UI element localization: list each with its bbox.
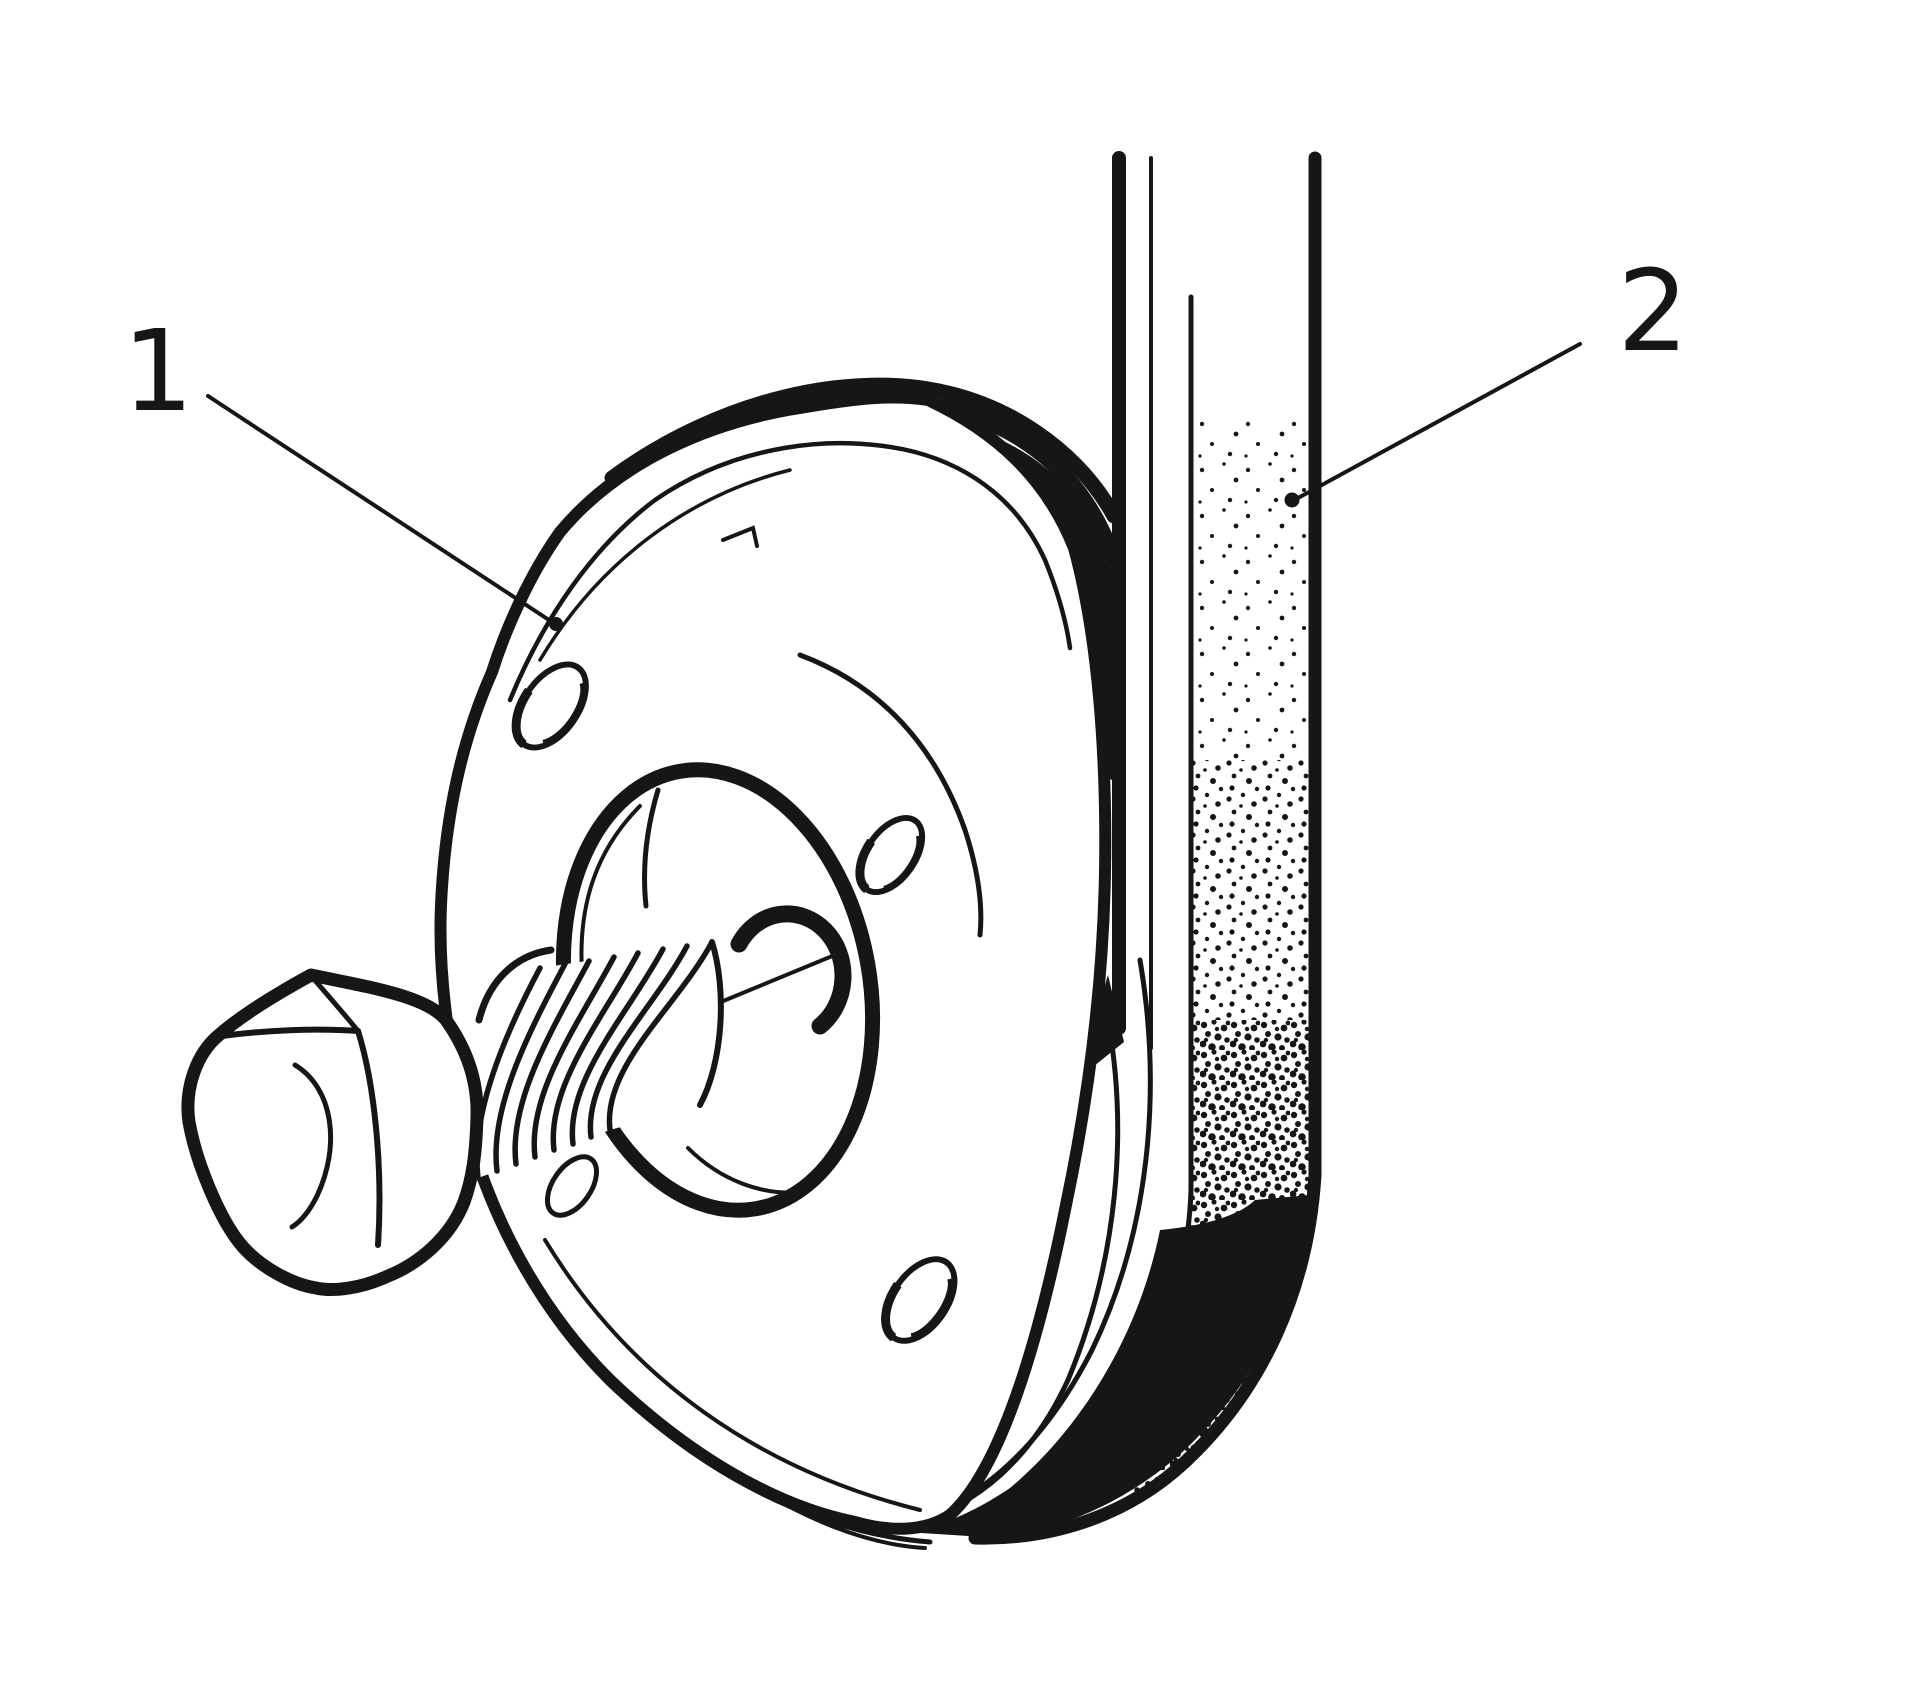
callout-1-leader-dot [549,617,563,631]
hole-depth-line [910,1278,952,1338]
mounting-hole-right [855,814,926,896]
hub-inner-wall-line [579,804,642,974]
bolt-thread-crest [606,939,715,1133]
bolt-thread-crest [531,954,617,1160]
rim-edge-arc [917,1017,1121,1523]
bolt-head-facet-line [310,975,361,1034]
face-ridge-arc-inner [538,468,792,662]
callout-1: 1 [122,307,563,631]
callout-2-leader-dot [1284,492,1300,508]
bolt-thread-crest [512,958,592,1167]
hole-rim-thick-edge [881,1281,902,1342]
bolt-head-reflection-line [289,1062,334,1230]
rim-groove-arc [604,377,1119,524]
callout-1-label: 1 [122,307,193,437]
hole-rim-thick-edge [511,687,533,749]
hole-rim-thick-edge [855,838,876,894]
mounting-hole-top [511,661,589,751]
bolt-thread-crest [493,961,568,1174]
belt-outer-edge-line [968,151,1322,1545]
callout-2-label: 2 [1617,247,1688,377]
face-ridge-arc [507,440,1073,703]
crankshaft-pulley-face [434,391,1112,1535]
bolt-thread-crest [550,950,641,1153]
mounting-hole-bottom [881,1256,958,1344]
pulley-bolt [181,939,724,1296]
hole-depth-line [542,682,585,744]
bolt-collar-arc [475,946,555,1024]
belt-face-inner-line [1177,294,1194,1275]
hole-rim [544,1154,600,1218]
face-boss-arc [797,652,984,938]
callout-2: 2 [1284,247,1689,508]
callout-2-leader-line [1296,342,1582,500]
hub-bore-shadow-ring [730,905,852,1035]
mounting-hole-hidden [544,1154,600,1218]
hole-depth-line [883,835,921,890]
callout-1-leader-line [206,394,551,622]
belt-wrap-shadow [905,1195,1310,1538]
bolt-head-facet-line [219,1026,361,1039]
face-ridge-tick [721,525,759,548]
hub-bottom-reflection-line [686,1146,804,1195]
bolt-shaft-tip-edge [697,939,724,1108]
bolt-head-facet-line [355,1028,383,1248]
face-bottom-ridge-arc [543,1238,922,1512]
bolt-thread-crest [587,943,690,1140]
hub-facet-line [642,787,661,909]
bolt-axis-line [714,950,844,1006]
bolt-thread-crest [569,946,666,1147]
